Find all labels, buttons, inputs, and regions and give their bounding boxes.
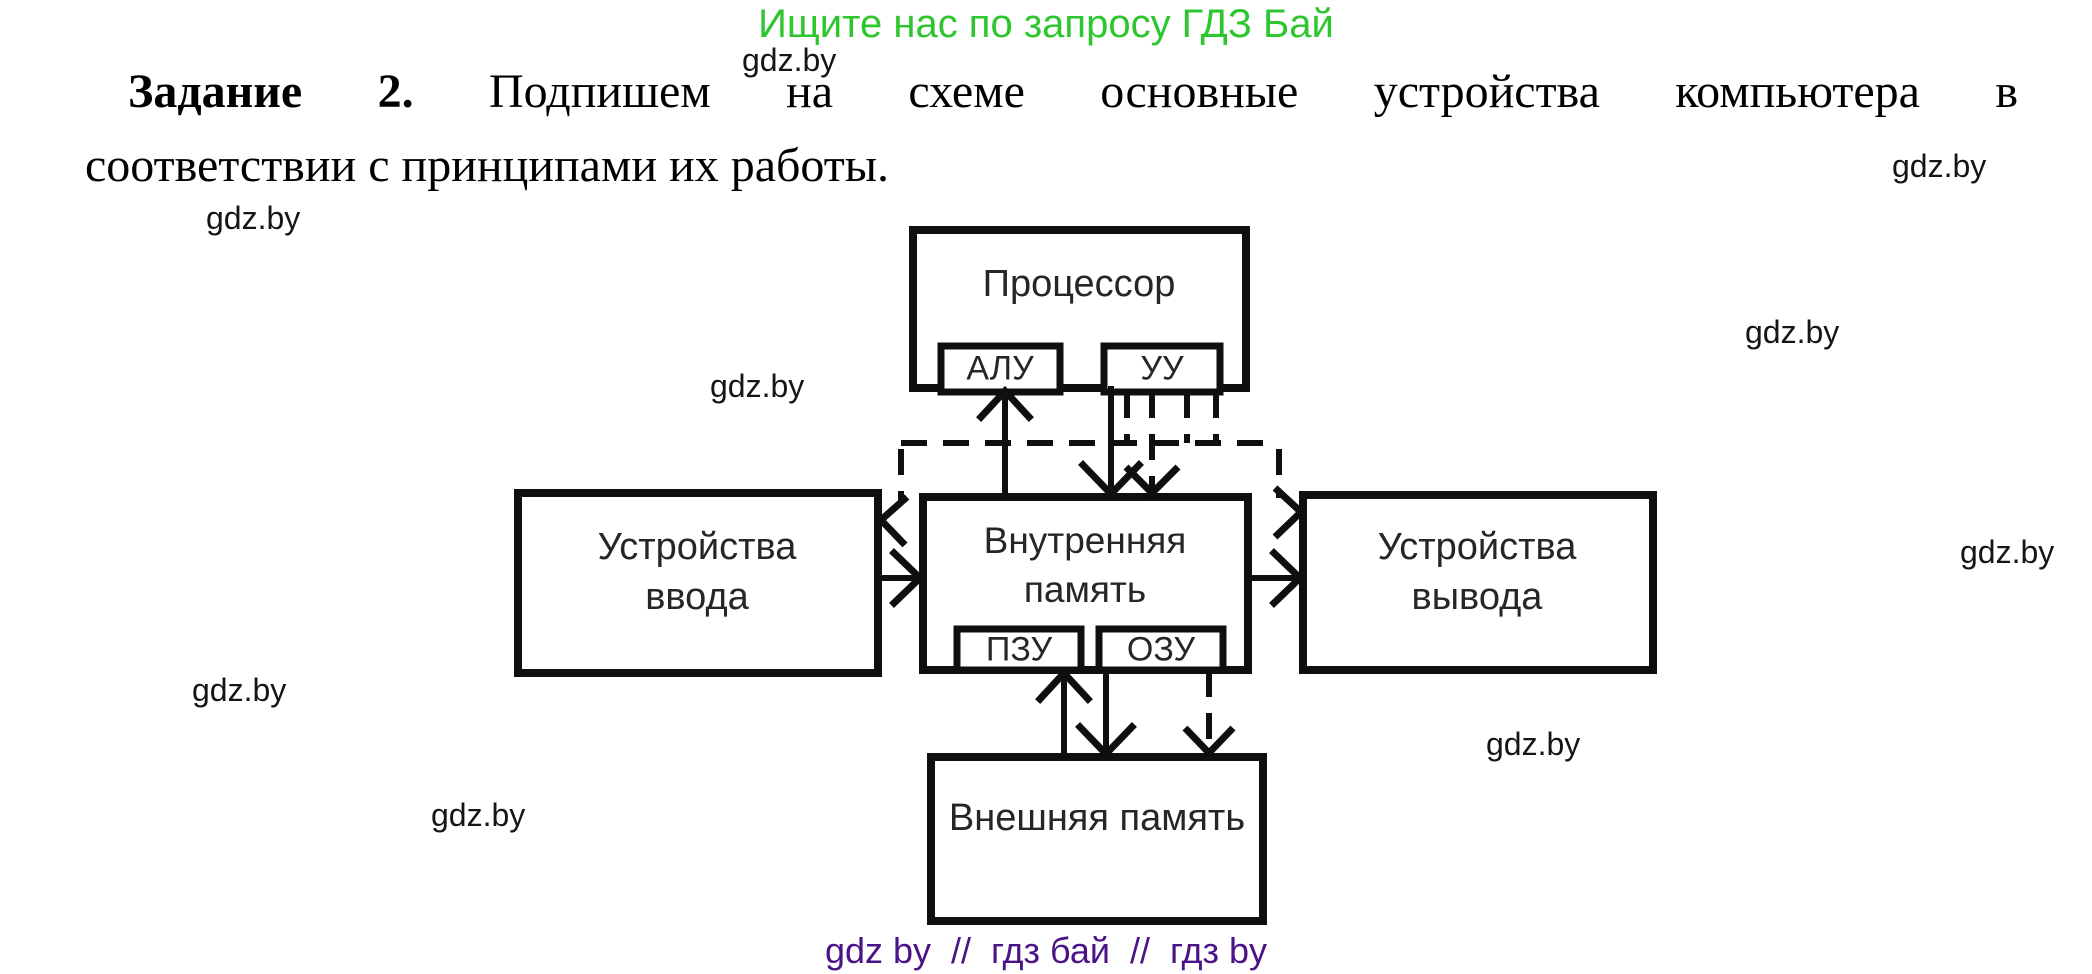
ram-label: ОЗУ: [1126, 630, 1196, 669]
rom-label: ПЗУ: [985, 630, 1053, 669]
input-devices-box: [514, 489, 882, 677]
arrowhead-cu-to-external: [1182, 725, 1236, 759]
input-devices-label: Устройства ввода: [597, 525, 797, 618]
control-unit-label: УУ: [1140, 349, 1184, 388]
task-title-line1: Задание 2. Подпишем на схеме основные ус…: [128, 64, 2018, 119]
watermark: gdz.by: [431, 797, 526, 833]
arrowhead-cu-to-input: [875, 494, 910, 548]
ram-box: [1095, 625, 1227, 674]
watermark: gdz.by: [1745, 314, 1840, 350]
output-devices-label: Устройства вывода: [1377, 525, 1577, 618]
arrowhead-cu-to-memory: [1123, 464, 1181, 498]
footer-watermark: gdz by // гдз бай // гдз by: [824, 930, 1268, 971]
alu-label: АЛУ: [966, 349, 1034, 388]
task-text: Подпишем на схеме основные устройства ко…: [488, 65, 2019, 118]
task-title-line2: соответствии с принципами их работы.: [85, 139, 890, 192]
watermark: gdz.by: [1486, 726, 1581, 762]
processor-label: Процессор: [982, 262, 1176, 305]
external-memory-box: [927, 753, 1267, 925]
arrow-input-to-memory: [877, 548, 926, 608]
arrow-external-to-memory: [1035, 667, 1093, 758]
watermark: gdz.by: [1960, 534, 2055, 570]
task-number: Задание 2.: [128, 65, 414, 118]
internal-memory-label: Внутренняя память: [983, 520, 1187, 610]
watermark: gdz.by: [192, 672, 287, 708]
arrow-memory-to-output: [1245, 548, 1306, 608]
external-memory-label: Внешняя память: [948, 796, 1246, 839]
alu-box: [937, 342, 1064, 396]
arrowhead-cu-to-output: [1272, 485, 1307, 540]
watermark: gdz.by: [1892, 148, 1987, 184]
watermark: gdz.by: [206, 200, 301, 236]
rom-box: [953, 625, 1085, 674]
arrow-memory-to-external: [1075, 668, 1137, 760]
output-devices-box: [1299, 491, 1657, 674]
promo-banner: Ищите нас по запросу ГДЗ Бай: [758, 2, 1334, 46]
watermark: gdz.by: [710, 368, 805, 404]
cu-box: [1100, 342, 1224, 396]
watermark: gdz.by: [742, 42, 837, 78]
